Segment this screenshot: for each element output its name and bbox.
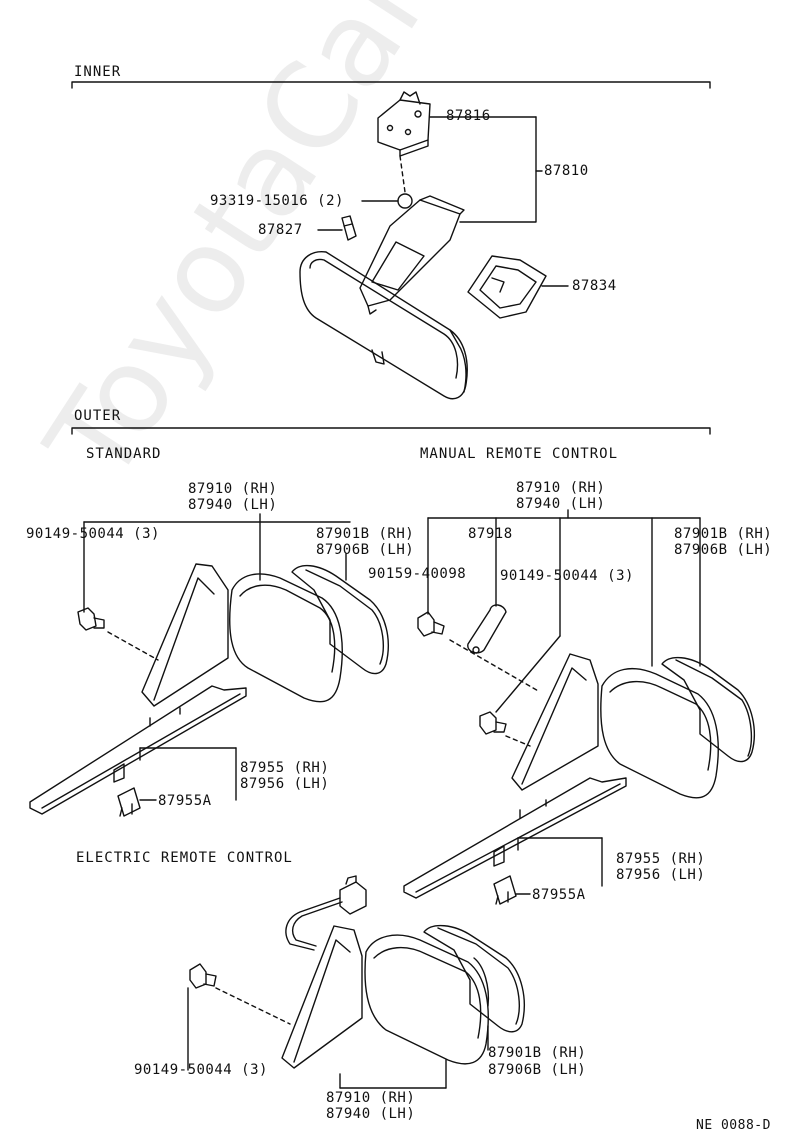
elec-mirror-lh-label: 87940 (LH) <box>326 1106 416 1122</box>
mount-bracket-87816 <box>377 91 431 157</box>
electric-mirror-assembly <box>187 875 525 1089</box>
part-87834-label: 87834 <box>572 278 617 294</box>
manual-mirror-assembly <box>403 509 755 905</box>
std-mirror-lh-label: 87940 (LH) <box>188 497 278 513</box>
section-inner-label: INNER <box>74 64 122 80</box>
man-clip-label: 87955A <box>532 887 586 903</box>
man-glass-lh-label: 87906B (LH) <box>674 542 773 558</box>
part-93319-label: 93319-15016 (2) <box>210 193 344 209</box>
section-outer-label: OUTER <box>74 408 122 424</box>
diagram-id-label: NE 0088-D <box>696 1118 771 1133</box>
inner-mirror <box>299 195 468 400</box>
section-manual-label: MANUAL REMOTE CONTROL <box>420 446 619 462</box>
man-glass-rh-label: 87901B (RH) <box>674 526 773 542</box>
man-screw-b-label: 90149-50044 (3) <box>500 568 634 584</box>
section-standard-label: STANDARD <box>86 446 162 462</box>
man-mirror-rh-label: 87910 (RH) <box>516 480 606 496</box>
cover-87834 <box>467 255 547 319</box>
std-glass-rh-label: 87901B (RH) <box>316 526 415 542</box>
elec-mirror-rh-label: 87910 (RH) <box>326 1090 416 1106</box>
std-seal-lh-label: 87956 (LH) <box>240 776 330 792</box>
man-knob-label: 87918 <box>468 526 513 542</box>
man-mirror-lh-label: 87940 (LH) <box>516 496 606 512</box>
std-screw-label: 90149-50044 (3) <box>26 526 160 542</box>
washer-93319 <box>397 193 413 209</box>
elec-glass-rh-label: 87901B (RH) <box>488 1045 587 1061</box>
part-87827-label: 87827 <box>258 222 303 238</box>
standard-mirror-assembly <box>29 513 389 817</box>
part-87810-label: 87810 <box>544 163 589 179</box>
elec-glass-lh-label: 87906B (LH) <box>488 1062 587 1078</box>
std-mirror-rh-label: 87910 (RH) <box>188 481 278 497</box>
man-seal-lh-label: 87956 (LH) <box>616 867 706 883</box>
part-87816-label: 87816 <box>446 108 491 124</box>
man-seal-rh-label: 87955 (RH) <box>616 851 706 867</box>
outer-bracket-line <box>71 427 711 435</box>
std-seal-rh-label: 87955 (RH) <box>240 760 330 776</box>
section-electric-label: ELECTRIC REMOTE CONTROL <box>76 850 293 866</box>
man-screw-a-label: 90159-40098 <box>368 566 467 582</box>
std-glass-lh-label: 87906B (LH) <box>316 542 415 558</box>
inner-bracket-line <box>71 81 711 89</box>
std-clip-label: 87955A <box>158 793 212 809</box>
elec-screw-label: 90149-50044 (3) <box>134 1062 268 1078</box>
clip-87827 <box>341 215 357 241</box>
